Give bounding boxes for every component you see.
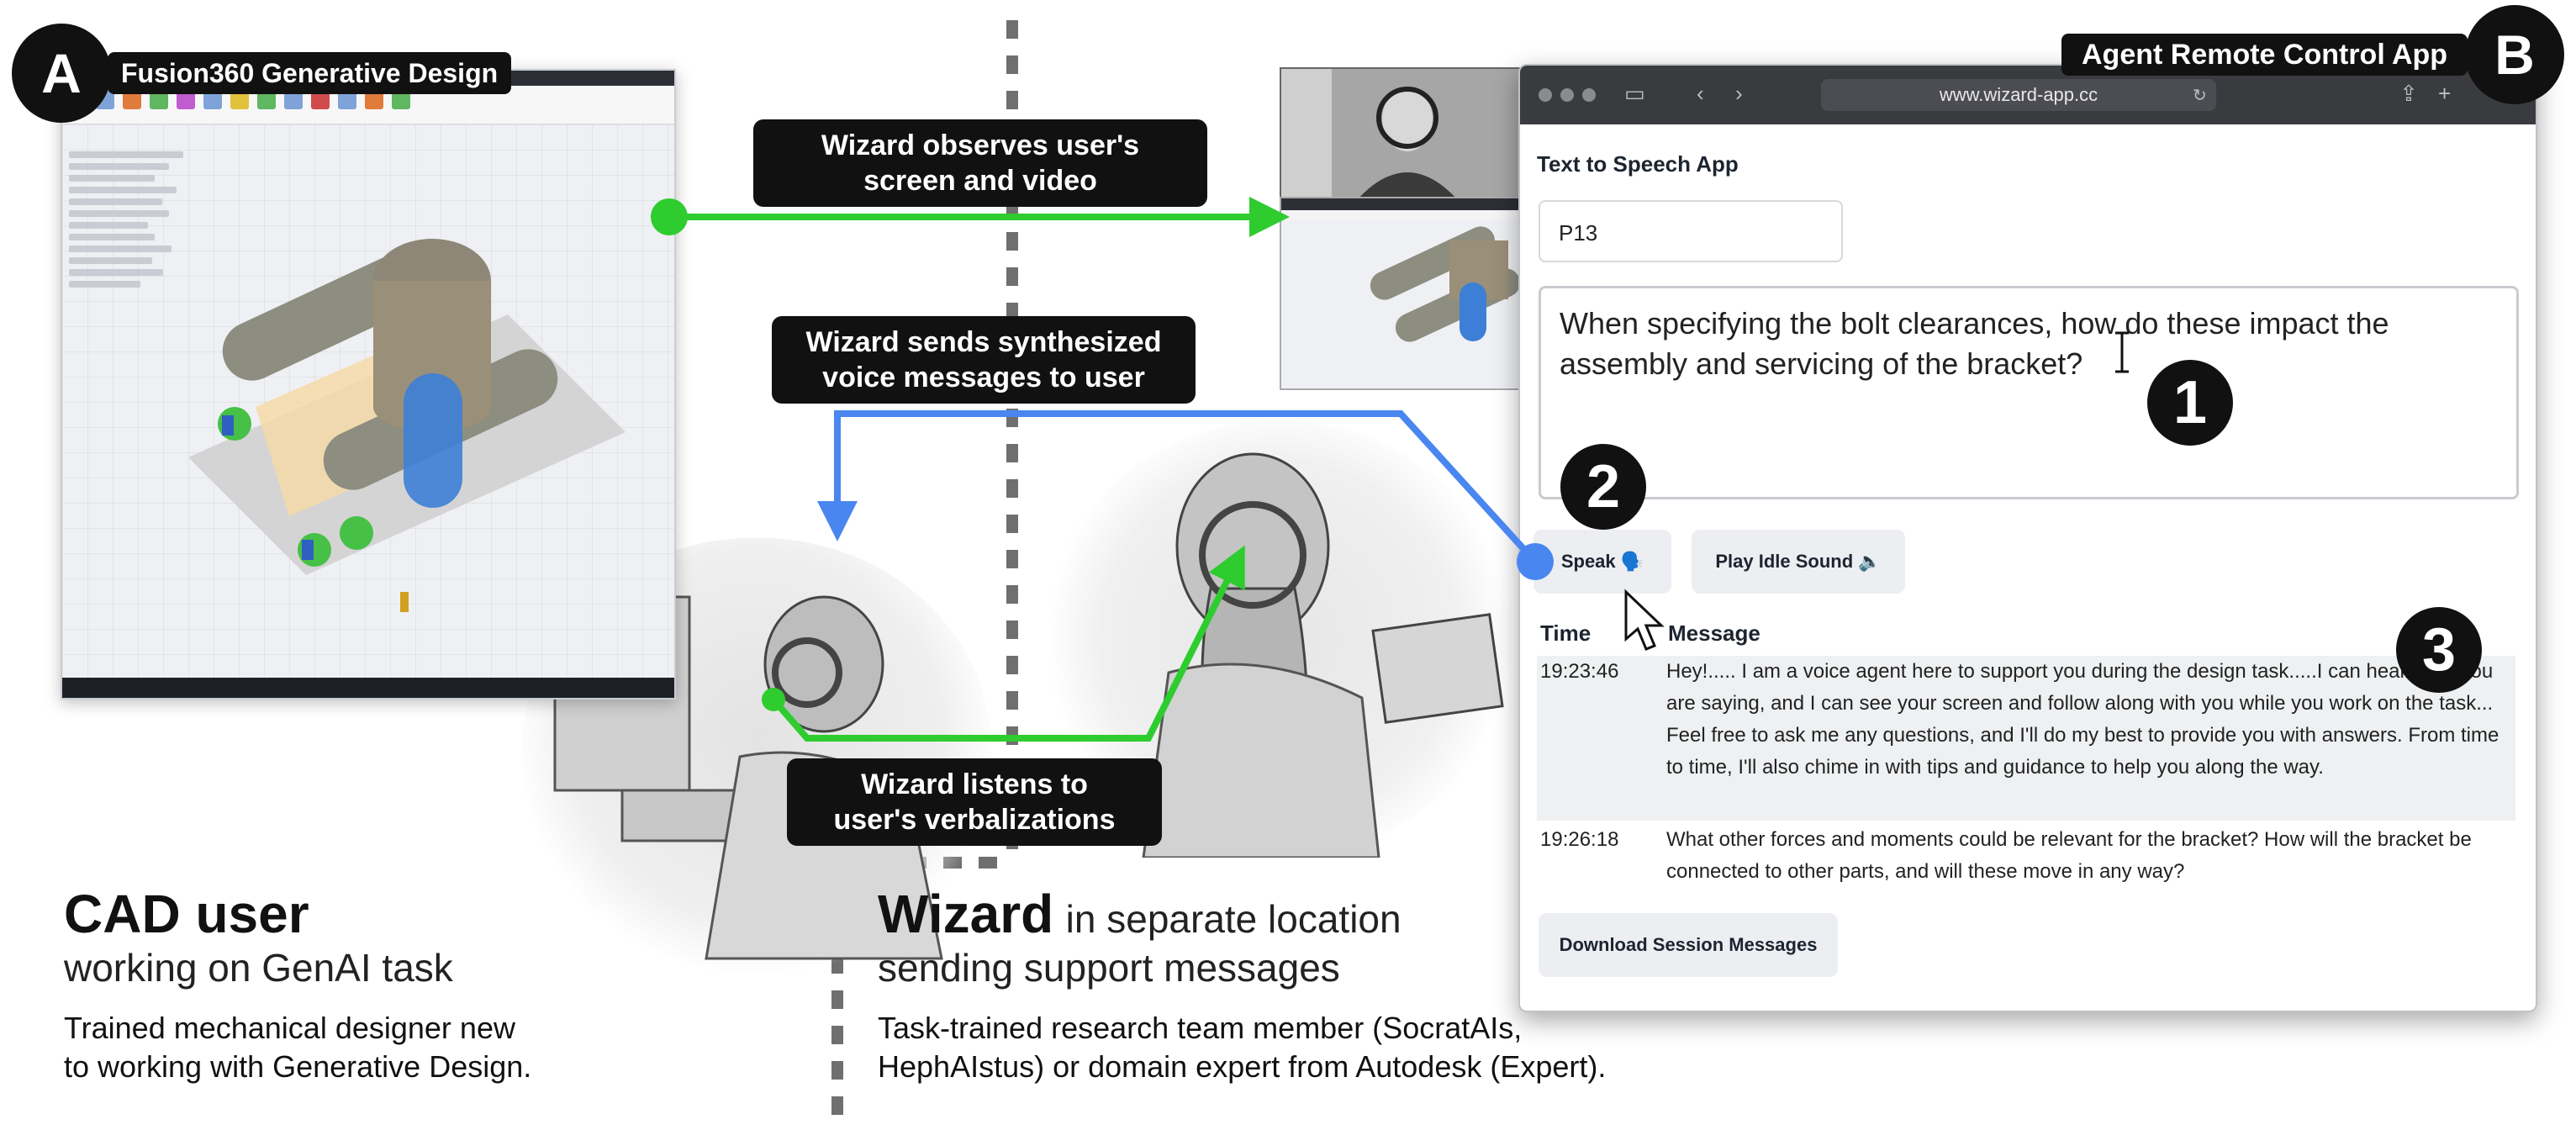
hand-cursor-icon bbox=[1624, 589, 1665, 651]
wizard-heading: Wizard bbox=[878, 884, 1054, 944]
generative-design-model bbox=[188, 239, 626, 612]
listens-line2: user's verbalizations bbox=[833, 804, 1116, 836]
forward-icon[interactable]: › bbox=[1735, 81, 1743, 106]
screen-share-thumbnail bbox=[1280, 197, 1527, 390]
new-tab-icon[interactable]: + bbox=[2438, 81, 2452, 106]
table-row: 19:26:18 What other forces and moments c… bbox=[1537, 824, 2515, 891]
agent-app-title-label: Agent Remote Control App bbox=[2061, 34, 2468, 76]
sends-line1: Wizard sends synthesized bbox=[805, 326, 1162, 358]
cad-user-heading: CAD user bbox=[64, 884, 309, 944]
wizard-illustration bbox=[1043, 420, 1513, 859]
sends-label: Wizard sends synthesized voice messages … bbox=[772, 316, 1196, 404]
message-textarea[interactable]: When specifying the bolt clearances, how… bbox=[1539, 286, 2519, 499]
cad-user-desc-2: to working with Generative Design. bbox=[64, 1049, 532, 1084]
cad-user-subheading: working on GenAI task bbox=[64, 946, 453, 990]
listens-label: Wizard listens to user's verbalizations bbox=[787, 758, 1162, 846]
participant-input[interactable]: P13 bbox=[1539, 200, 1843, 262]
wizard-subheading: sending support messages bbox=[878, 946, 1340, 990]
text-cursor-icon bbox=[2115, 331, 2129, 373]
step-1-marker: 1 bbox=[2147, 360, 2233, 446]
voice-message-arrow bbox=[817, 410, 1538, 564]
row-message: What other forces and moments could be r… bbox=[1666, 828, 2472, 883]
row-time: 19:26:18 bbox=[1540, 828, 1619, 851]
back-icon[interactable]: ‹ bbox=[1697, 81, 1704, 106]
wizard-desc-2: HephAIstus) or domain expert from Autode… bbox=[878, 1049, 1607, 1084]
table-row: 19:23:46 Hey!..... I am a voice agent he… bbox=[1537, 656, 2515, 821]
fusion360-screenshot bbox=[61, 69, 676, 700]
agent-remote-control-window: ▭ ‹ › www.wizard-app.cc ↻ ⇪ + Text to Sp… bbox=[1518, 64, 2537, 1012]
fusion-title-label: Fusion360 Generative Design bbox=[108, 52, 512, 94]
cad-user-caption: CAD user working on GenAI task Trained m… bbox=[64, 883, 531, 1086]
observe-line2: screen and video bbox=[863, 165, 1097, 197]
windows-taskbar bbox=[62, 678, 674, 698]
window-close-dot[interactable] bbox=[1539, 88, 1552, 102]
wizard-heading-rest: in separate location bbox=[1065, 897, 1401, 941]
window-zoom-dot[interactable] bbox=[1582, 88, 1596, 102]
reload-icon[interactable]: ↻ bbox=[2193, 87, 2207, 105]
row-time: 19:23:46 bbox=[1540, 660, 1619, 683]
observe-arrow-start bbox=[651, 198, 688, 235]
fusion-browser-tree bbox=[69, 146, 212, 399]
cad-user-desc-1: Trained mechanical designer new bbox=[64, 1011, 515, 1045]
observe-line1: Wizard observes user's bbox=[821, 129, 1140, 161]
wizard-desc-1: Task-trained research team member (Socra… bbox=[878, 1011, 1523, 1045]
step-2-marker: 2 bbox=[1560, 444, 1646, 530]
play-idle-sound-button[interactable]: Play Idle Sound 🔈 bbox=[1692, 530, 1905, 594]
app-title: Text to Speech App bbox=[1537, 151, 1739, 177]
download-session-button[interactable]: Download Session Messages bbox=[1539, 913, 1838, 977]
sidebar-icon[interactable]: ▭ bbox=[1624, 81, 1645, 106]
listens-line1: Wizard listens to bbox=[861, 768, 1088, 800]
badge-b: B bbox=[2465, 5, 2564, 104]
sends-line2: voice messages to user bbox=[822, 362, 1145, 393]
webcam-feed bbox=[1280, 67, 1527, 202]
fusion-ribbon bbox=[62, 86, 674, 124]
listen-arrow-start bbox=[762, 688, 785, 711]
listen-arrow bbox=[770, 545, 1245, 742]
share-icon[interactable]: ⇪ bbox=[2399, 81, 2418, 106]
col-message-header: Message bbox=[1668, 620, 1760, 646]
url-bar[interactable]: www.wizard-app.cc bbox=[1821, 79, 2216, 111]
badge-a: A bbox=[12, 24, 111, 123]
wizard-caption: Wizard in separate location sending supp… bbox=[878, 883, 1606, 1086]
window-minimize-dot[interactable] bbox=[1560, 88, 1574, 102]
observe-label: Wizard observes user's screen and video bbox=[753, 119, 1207, 207]
step-3-marker: 3 bbox=[2396, 607, 2482, 693]
row-message: Hey!..... I am a voice agent here to sup… bbox=[1666, 660, 2499, 779]
voice-arrow-start bbox=[1517, 543, 1554, 580]
speak-button[interactable]: Speak 🗣️ bbox=[1533, 530, 1671, 594]
col-time-header: Time bbox=[1540, 620, 1592, 646]
